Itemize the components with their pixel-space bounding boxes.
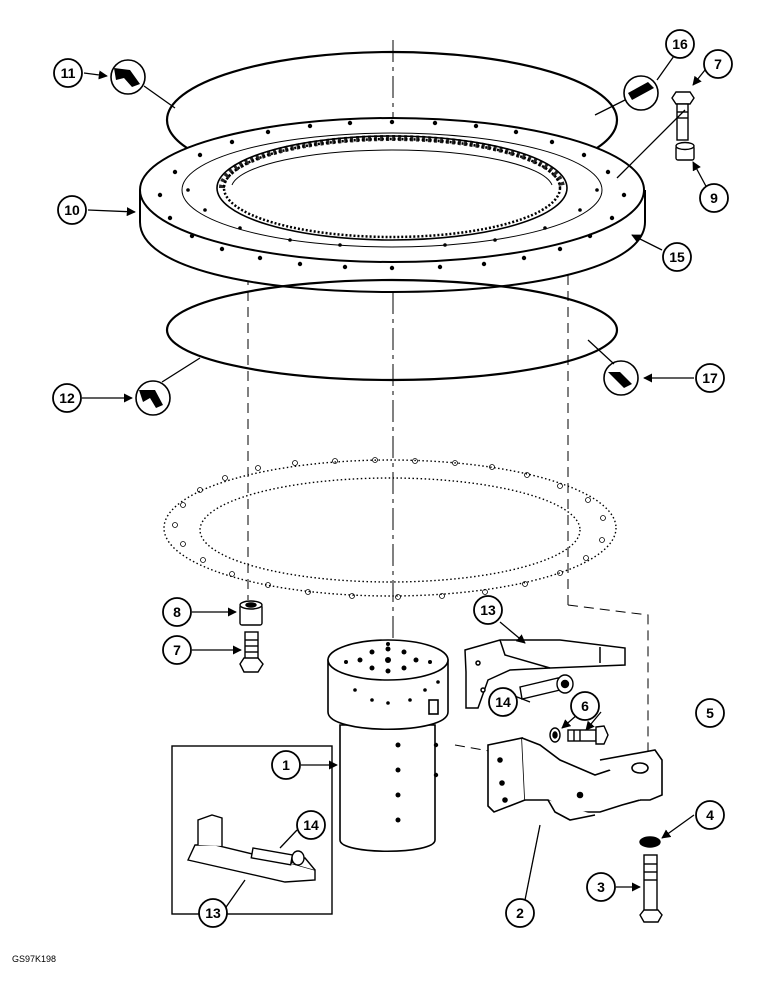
bushing-top xyxy=(675,141,695,161)
svg-text:15: 15 xyxy=(669,249,685,265)
bushing-left xyxy=(239,600,263,626)
callout-10: 10 xyxy=(57,195,87,225)
callout-14: 14 xyxy=(488,687,518,717)
svg-text:13: 13 xyxy=(205,905,221,921)
callout-15: 15 xyxy=(662,242,692,272)
svg-text:4: 4 xyxy=(706,807,714,823)
callout-4: 4 xyxy=(695,800,725,830)
sealant-gun-icon xyxy=(603,360,639,396)
svg-text:6: 6 xyxy=(581,698,589,714)
bracket-upper xyxy=(464,639,626,709)
svg-text:9: 9 xyxy=(710,190,718,206)
svg-text:16: 16 xyxy=(672,36,688,52)
sealant-gun-icon xyxy=(135,380,171,416)
svg-text:5: 5 xyxy=(706,705,714,721)
callout-13-upper: 13 xyxy=(473,595,503,625)
svg-text:10: 10 xyxy=(64,202,80,218)
gasket-holes xyxy=(172,457,606,600)
svg-text:17: 17 xyxy=(702,370,718,386)
capscrew xyxy=(519,674,574,700)
callouts: 11 16 7 9 10 15 12 17 8 7 13 6 5 14 1 4 … xyxy=(52,29,733,928)
svg-text:11: 11 xyxy=(61,65,76,81)
svg-text:12: 12 xyxy=(59,390,75,406)
sealant-gun-icon xyxy=(110,59,146,95)
figure-id: GS97K198 xyxy=(12,954,56,964)
washer xyxy=(549,727,561,743)
callout-2: 2 xyxy=(505,898,535,928)
callout-8: 8 xyxy=(162,597,192,627)
svg-text:13: 13 xyxy=(480,602,496,618)
slewing-ring xyxy=(139,117,646,294)
callout-12: 12 xyxy=(52,383,82,413)
svg-text:2: 2 xyxy=(516,905,524,921)
svg-text:7: 7 xyxy=(714,56,722,72)
callout-1: 1 xyxy=(271,750,301,780)
svg-text:3: 3 xyxy=(597,879,605,895)
callout-13-inset: 13 xyxy=(198,898,228,928)
svg-text:14: 14 xyxy=(303,817,319,833)
washer-lower xyxy=(639,836,661,848)
callout-17: 17 xyxy=(695,363,725,393)
svg-text:1: 1 xyxy=(282,757,290,773)
leader-lines xyxy=(82,55,709,911)
callout-11: 11 xyxy=(53,58,83,88)
callout-7-top: 7 xyxy=(703,49,733,79)
bolt-lower xyxy=(639,854,663,923)
callout-7-left: 7 xyxy=(162,635,192,665)
callout-6: 6 xyxy=(570,691,600,721)
svg-text:14: 14 xyxy=(495,694,511,710)
callout-5: 5 xyxy=(695,698,725,728)
svg-text:7: 7 xyxy=(173,642,181,658)
bolt-side xyxy=(567,725,609,745)
sealant-gun-icon xyxy=(623,75,659,111)
bolt-top xyxy=(671,91,695,141)
mounting-bracket xyxy=(487,737,663,821)
callout-9: 9 xyxy=(699,183,729,213)
callout-3: 3 xyxy=(586,872,616,902)
svg-text:8: 8 xyxy=(173,604,181,620)
bolt-left xyxy=(239,631,264,673)
callout-16: 16 xyxy=(665,29,695,59)
lower-o-ring xyxy=(165,278,619,382)
mounting-gasket-outline xyxy=(163,459,617,597)
callout-14-inset: 14 xyxy=(296,810,326,840)
rotary-coupling xyxy=(327,639,449,853)
